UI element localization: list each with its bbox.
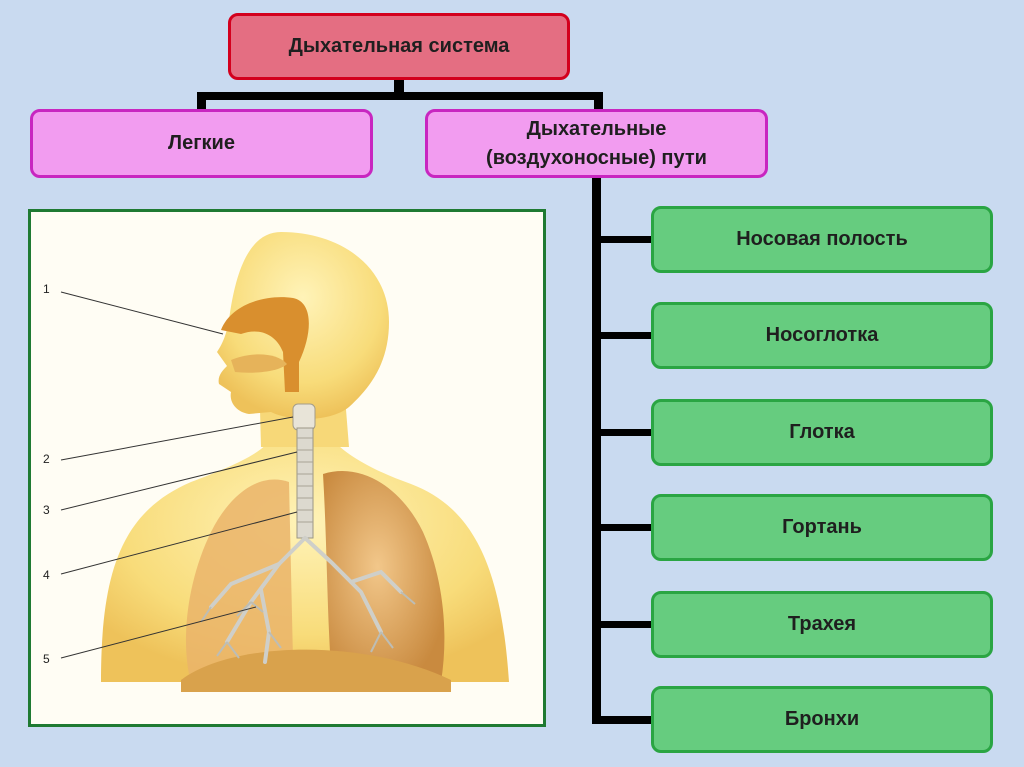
airway-item-label: Носоглотка: [766, 321, 879, 350]
respiratory-illustration: [31, 212, 543, 724]
callout-number-4: 4: [43, 568, 50, 582]
airway-item-nasopharynx: Носоглотка: [651, 302, 993, 369]
lungs-box: Легкие: [30, 109, 373, 178]
connector-branch-nasal: [592, 236, 653, 243]
callout-number-3: 3: [43, 503, 50, 517]
respiratory-system-box: Дыхательная система: [228, 13, 570, 80]
connector-airways-trunk: [592, 176, 601, 724]
connector-branch-trachea: [592, 621, 653, 628]
connector-branch-bronchi: [592, 716, 653, 724]
airway-item-label: Бронхи: [785, 705, 859, 734]
airway-item-label: Носовая полость: [736, 225, 908, 254]
respiratory-illustration-panel: 1 2 3 4 5: [28, 209, 546, 727]
airway-item-trachea: Трахея: [651, 591, 993, 658]
airways-label-line1: Дыхательные: [486, 115, 707, 144]
airway-item-bronchi: Бронхи: [651, 686, 993, 753]
connector-branch-pharynx: [592, 429, 653, 436]
lungs-label: Легкие: [168, 129, 235, 158]
connector-branch-larynx: [592, 524, 653, 531]
airway-item-label: Трахея: [788, 610, 856, 639]
airways-label-line2: (воздухоносные) пути: [486, 144, 707, 173]
airway-item-label: Гортань: [782, 513, 862, 542]
respiratory-system-label: Дыхательная система: [289, 32, 510, 61]
airway-item-larynx: Гортань: [651, 494, 993, 561]
connector-branch-nasopharynx: [592, 332, 653, 339]
connector-horizontal: [197, 92, 603, 100]
airways-box: Дыхательные (воздухоносные) пути: [425, 109, 768, 178]
callout-number-1: 1: [43, 282, 50, 296]
airway-item-label: Глотка: [789, 418, 854, 447]
callout-number-2: 2: [43, 452, 50, 466]
airway-item-pharynx: Глотка: [651, 399, 993, 466]
callout-number-5: 5: [43, 652, 50, 666]
airway-item-nasal-cavity: Носовая полость: [651, 206, 993, 273]
larynx-shape: [293, 404, 315, 430]
